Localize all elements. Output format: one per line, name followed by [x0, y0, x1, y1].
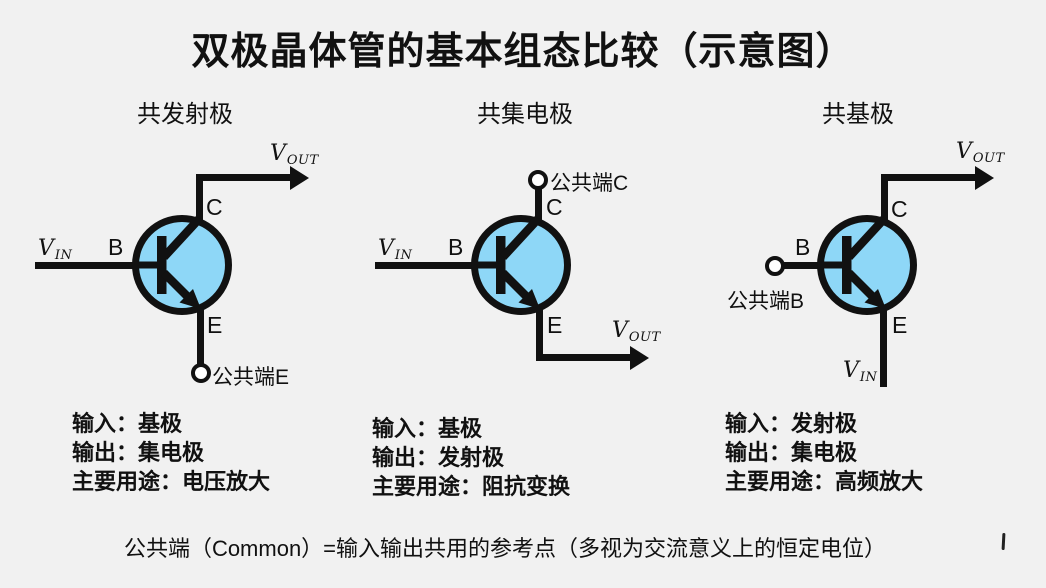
collector-wire-vertical — [196, 174, 203, 222]
emitter-label: E — [892, 312, 908, 338]
circuit-heading: 共基极 — [822, 101, 894, 128]
npn-transistor-icon — [461, 205, 581, 325]
vout-arrowhead-icon — [290, 166, 309, 190]
collector-label: C — [206, 194, 223, 220]
collector-wire-vertical — [535, 187, 542, 223]
info-line-use: 主要用途：高频放大 — [725, 469, 924, 494]
info-block: 输入：基极 输出：发射极 主要用途：阻抗变换 — [372, 414, 570, 501]
base-wire — [35, 262, 147, 269]
vin-label: VIN — [378, 236, 413, 263]
vin-label: VIN — [843, 358, 878, 385]
info-line-use: 主要用途：电压放大 — [72, 469, 271, 494]
npn-transistor-icon — [122, 205, 242, 325]
vout-wire-horizontal — [881, 174, 978, 181]
emitter-wire-vertical — [197, 306, 204, 364]
collector-label: C — [546, 194, 563, 220]
collector-wire-vertical — [881, 174, 888, 222]
vout-label: VOUT — [612, 318, 661, 345]
base-label: B — [795, 234, 811, 260]
info-line-output: 输出：发射极 — [372, 445, 505, 470]
diagram-title: 双极晶体管的基本组态比较（示意图） — [191, 31, 855, 73]
info-line-input: 输入：基极 — [72, 411, 183, 436]
info-line-output: 输出：集电极 — [72, 440, 205, 465]
circuit-heading: 共集电极 — [477, 101, 573, 128]
emitter-label: E — [207, 312, 223, 338]
info-block: 输入：发射极 输出：集电极 主要用途：高频放大 — [725, 409, 923, 496]
footer-note: 公共端（Common）=输入输出共用的参考点（多视为交流意义上的恒定电位） — [123, 536, 887, 561]
base-wire — [375, 262, 487, 269]
vin-label: VIN — [38, 236, 73, 263]
collector-label: C — [891, 196, 908, 222]
info-line-input: 输入：发射极 — [725, 411, 858, 436]
info-block: 输入：基极 输出：集电极 主要用途：电压放大 — [72, 409, 270, 496]
circuit-heading: 共发射极 — [137, 101, 233, 128]
common-terminal-circle — [191, 363, 211, 383]
vout-arrowhead-icon — [630, 346, 649, 370]
npn-transistor-icon — [807, 205, 927, 325]
vout-wire-horizontal — [196, 174, 293, 181]
info-line-output: 输出：集电极 — [725, 440, 858, 465]
vout-arrowhead-icon — [975, 166, 994, 190]
common-terminal-label: 公共端C — [550, 172, 629, 195]
emitter-wire-vertical — [880, 306, 887, 387]
vout-label: VOUT — [956, 139, 1005, 166]
common-terminal-label: 公共端B — [727, 290, 805, 313]
vout-label: VOUT — [270, 141, 319, 168]
base-wire — [783, 262, 830, 269]
info-line-use: 主要用途：阻抗变换 — [372, 474, 571, 499]
common-terminal-circle — [765, 256, 785, 276]
base-label: B — [448, 234, 464, 260]
base-label: B — [108, 234, 124, 260]
vout-wire-horizontal — [536, 354, 633, 361]
common-terminal-label: 公共端E — [212, 366, 290, 389]
info-line-input: 输入：基极 — [372, 416, 483, 441]
emitter-wire-vertical — [536, 306, 543, 361]
emitter-label: E — [547, 312, 563, 338]
